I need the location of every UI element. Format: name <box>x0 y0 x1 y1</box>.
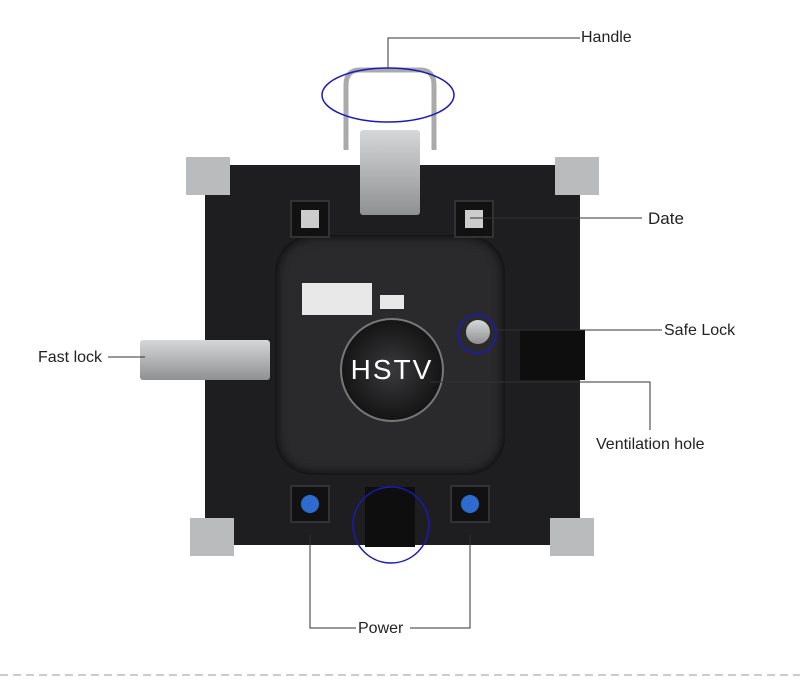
label-fast-lock: Fast lock <box>37 349 104 367</box>
side-lock-receiver <box>520 330 585 380</box>
bottom-lock <box>365 487 415 547</box>
label-power: Power <box>357 620 405 638</box>
corner-bracket <box>555 157 599 195</box>
fast-lock-latch <box>140 340 270 380</box>
power-connector <box>290 485 330 523</box>
power-lock-highlight <box>352 486 430 564</box>
corner-bracket <box>186 157 230 195</box>
label-handle: Handle <box>580 29 633 47</box>
label-date: Date <box>647 209 685 228</box>
label-ventilation-hole: Ventilation hole <box>595 436 706 454</box>
handle-latch <box>360 130 420 215</box>
safe-lock-screw <box>466 320 490 344</box>
corner-bracket <box>190 518 234 556</box>
data-port <box>290 200 330 238</box>
leader-lines <box>108 37 662 629</box>
safe-lock-highlight <box>457 314 497 354</box>
handle-bar <box>343 67 437 150</box>
corner-bracket <box>550 518 594 556</box>
data-port <box>454 200 494 238</box>
label-safe-lock: Safe Lock <box>663 322 737 340</box>
label-sticker <box>380 295 404 309</box>
label-sticker <box>302 283 372 315</box>
hstv-logo-ventilation: HSTV <box>340 318 444 422</box>
power-connector <box>450 485 490 523</box>
